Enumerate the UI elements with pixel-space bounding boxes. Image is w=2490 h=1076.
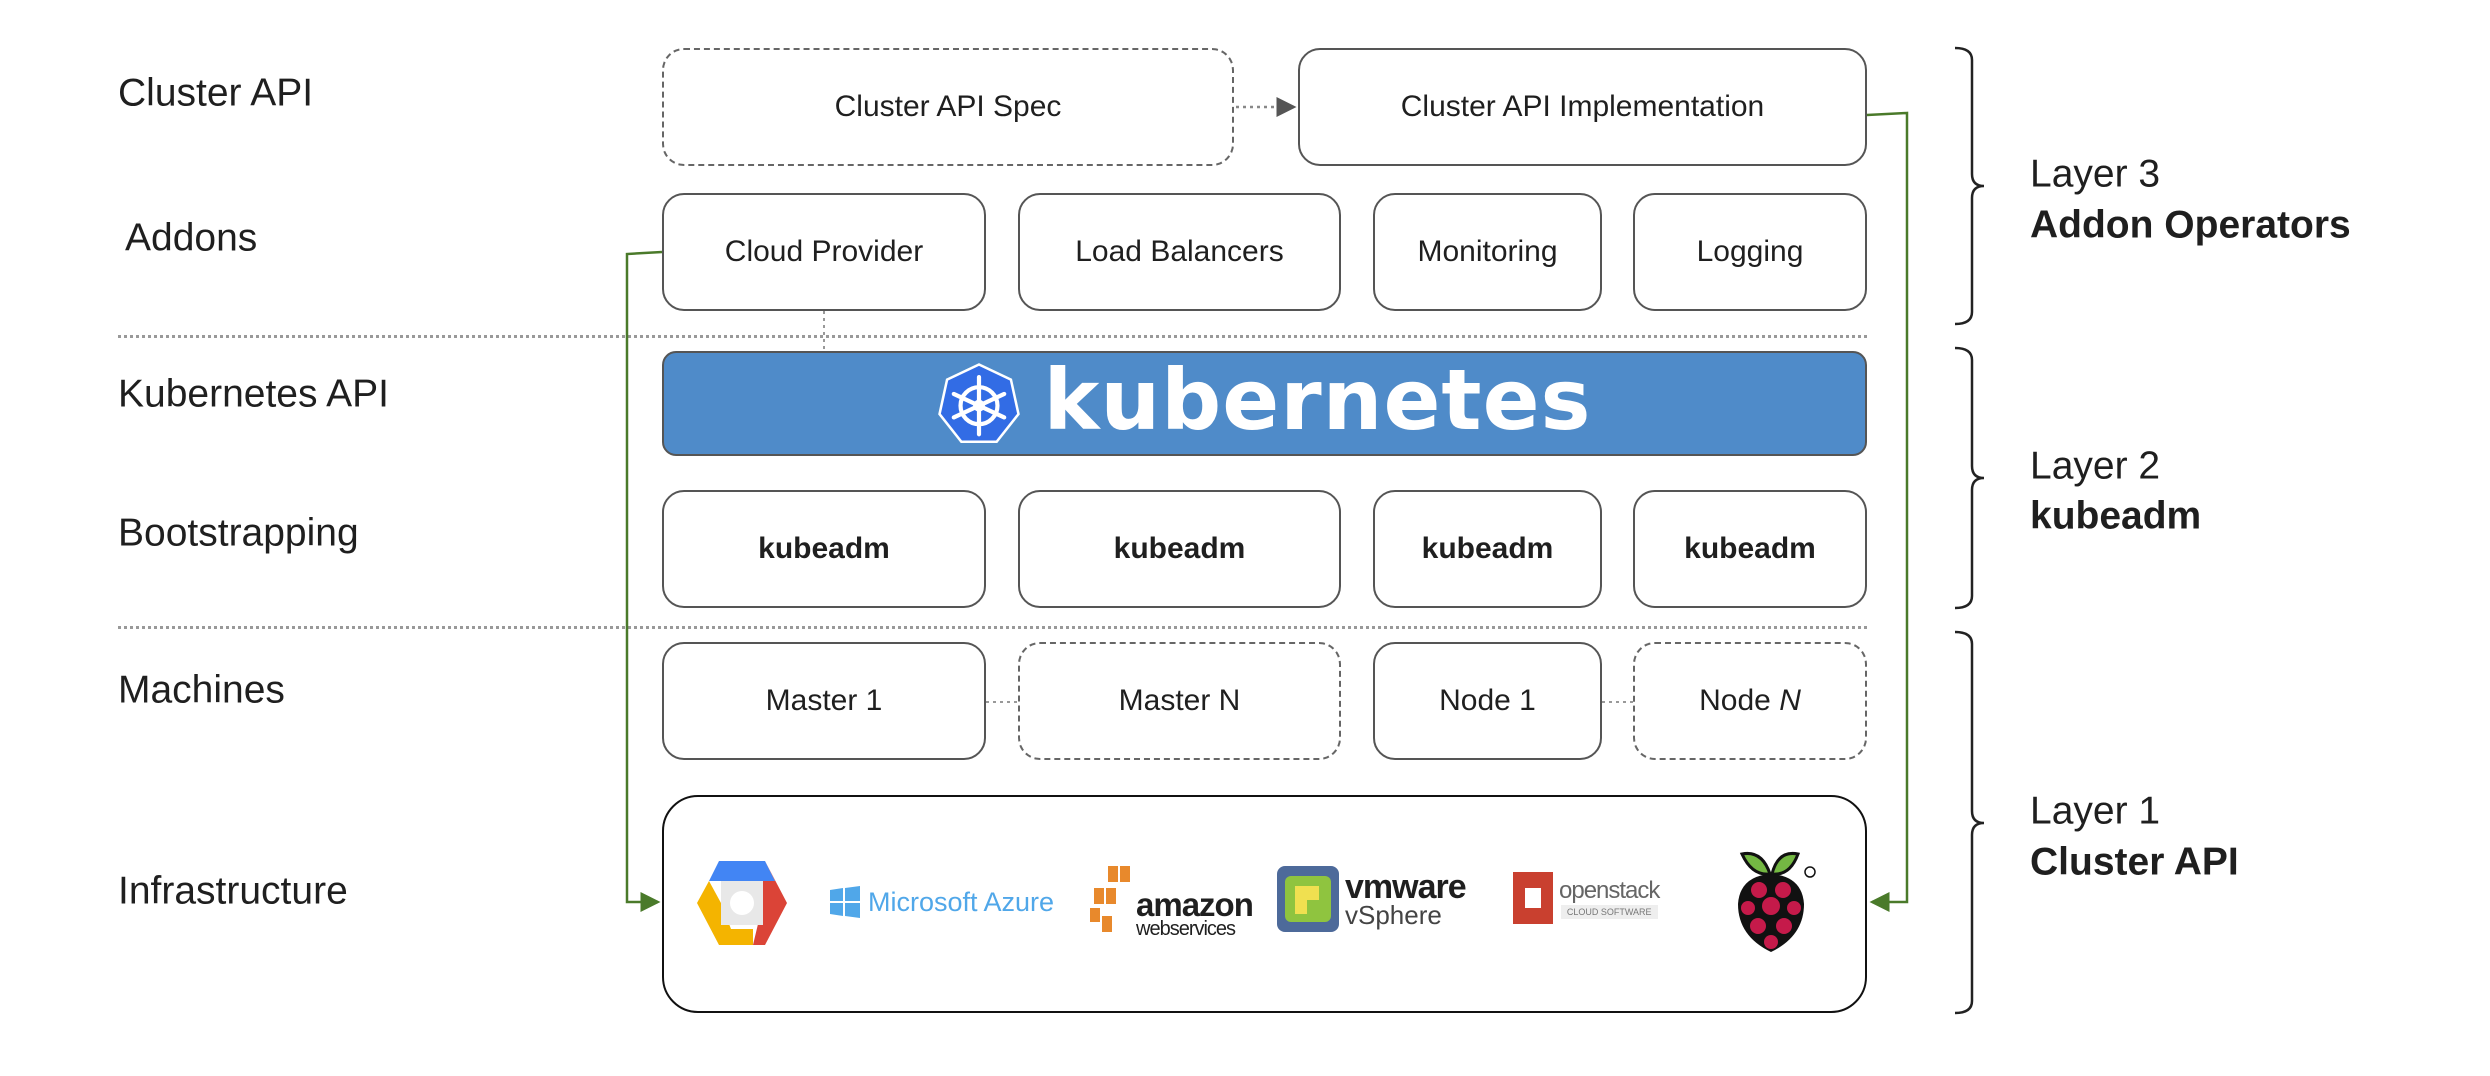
aws-logo: amazon webservices <box>1090 866 1254 940</box>
cluster-api-implementation-label: Cluster API Implementation <box>1400 90 1765 123</box>
layer-3-name: Layer 3 <box>2030 152 2161 196</box>
label-infrastructure: Infrastructure <box>118 869 348 913</box>
addon-label: Load Balancers <box>1075 235 1284 268</box>
machine-master-1: Master 1 <box>662 642 986 760</box>
kubernetes-wordmark: kubernetes <box>1043 350 1592 449</box>
layer-2-title: kubeadm <box>2030 494 2202 538</box>
cluster-api-spec-box: Cluster API Spec <box>662 48 1234 166</box>
machine-label: Node <box>1699 684 1780 717</box>
kubeadm-box: kubeadm <box>662 490 986 608</box>
openstack-tagline: CLOUD SOFTWARE <box>1560 905 1658 919</box>
addon-label: Cloud Provider <box>724 235 924 268</box>
vmware-vsphere-logo: vmware vSphere <box>1277 866 1467 932</box>
raspberry-pi-logo <box>1738 851 1816 952</box>
vmware-wordmark: vmware vSphere <box>1345 867 1467 930</box>
layer-1-title: Cluster API <box>2030 840 2239 884</box>
kubeadm-label: kubeadm <box>758 532 890 565</box>
machine-label: Master 1 <box>765 684 883 717</box>
vmware-wordmark-text: vmware <box>1345 867 1467 906</box>
microsoft-azure-logo: Microsoft Azure <box>830 886 1054 918</box>
addon-load-balancers: Load Balancers <box>1018 193 1341 311</box>
aws-wordmark-amazon: amazon <box>1136 886 1254 924</box>
cloud-provider-to-infrastructure-connector <box>625 250 663 912</box>
azure-wordmark: Microsoft Azure <box>868 886 1055 917</box>
machine-node-1: Node 1 <box>1373 642 1602 760</box>
machine-label: Master N <box>1118 684 1241 717</box>
layer-2-name: Layer 2 <box>2030 444 2161 488</box>
layer-1-name: Layer 1 <box>2030 789 2161 833</box>
layer-2-bracket <box>1954 346 1985 610</box>
kubeadm-label: kubeadm <box>1421 532 1554 565</box>
addon-label: Logging <box>1696 235 1804 268</box>
kubeadm-label: kubeadm <box>1684 532 1816 565</box>
openstack-icon <box>1513 872 1553 924</box>
cluster-api-spec-label: Cluster API Spec <box>834 90 1062 123</box>
kubeadm-box: kubeadm <box>1373 490 1602 608</box>
layer-1-bracket <box>1954 630 1985 1015</box>
label-kubernetes-api: Kubernetes API <box>118 372 390 416</box>
label-machines: Machines <box>118 668 285 712</box>
kubeadm-box: kubeadm <box>1633 490 1867 608</box>
openstack-wordmark-text: openstack <box>1559 877 1660 904</box>
aws-wordmark-webservices: webservices <box>1136 918 1236 940</box>
vsphere-icon <box>1277 866 1339 932</box>
aws-wordmark: amazon webservices <box>1136 886 1254 940</box>
kubernetes-bar: kubernetes <box>662 351 1867 456</box>
openstack-wordmark: openstack CLOUD SOFTWARE <box>1559 877 1660 919</box>
machine-master-n: Master N <box>1018 642 1341 760</box>
cluster-api-implementation-box: Cluster API Implementation <box>1298 48 1867 166</box>
label-bootstrapping: Bootstrapping <box>118 511 359 555</box>
label-cluster-api: Cluster API <box>118 71 314 115</box>
layer-3-title: Addon Operators <box>2030 203 2351 247</box>
machine-node-n: Node N <box>1633 642 1867 760</box>
infrastructure-box <box>662 795 1867 1013</box>
openstack-logo: openstack CLOUD SOFTWARE <box>1513 870 1660 926</box>
machine-label-variable: N <box>1779 684 1801 717</box>
aws-cubes-icon <box>1090 866 1130 932</box>
addon-label: Monitoring <box>1417 235 1558 268</box>
layer-divider <box>118 626 1867 629</box>
layer-divider <box>118 335 1867 338</box>
vsphere-wordmark-text: vSphere <box>1345 899 1442 930</box>
implementation-to-infrastructure-connector <box>1866 111 1909 912</box>
label-addons: Addons <box>125 216 258 260</box>
windows-icon <box>830 886 860 918</box>
kubernetes-helm-icon <box>938 362 1021 443</box>
layer-3-bracket <box>1954 46 1985 326</box>
google-cloud-logo <box>697 861 787 945</box>
addon-cloud-provider: Cloud Provider <box>662 193 986 311</box>
addon-monitoring: Monitoring <box>1373 193 1602 311</box>
addon-logging: Logging <box>1633 193 1867 311</box>
kubeadm-box: kubeadm <box>1018 490 1341 608</box>
kubeadm-label: kubeadm <box>1113 532 1246 565</box>
machine-label: Node 1 <box>1439 684 1536 717</box>
